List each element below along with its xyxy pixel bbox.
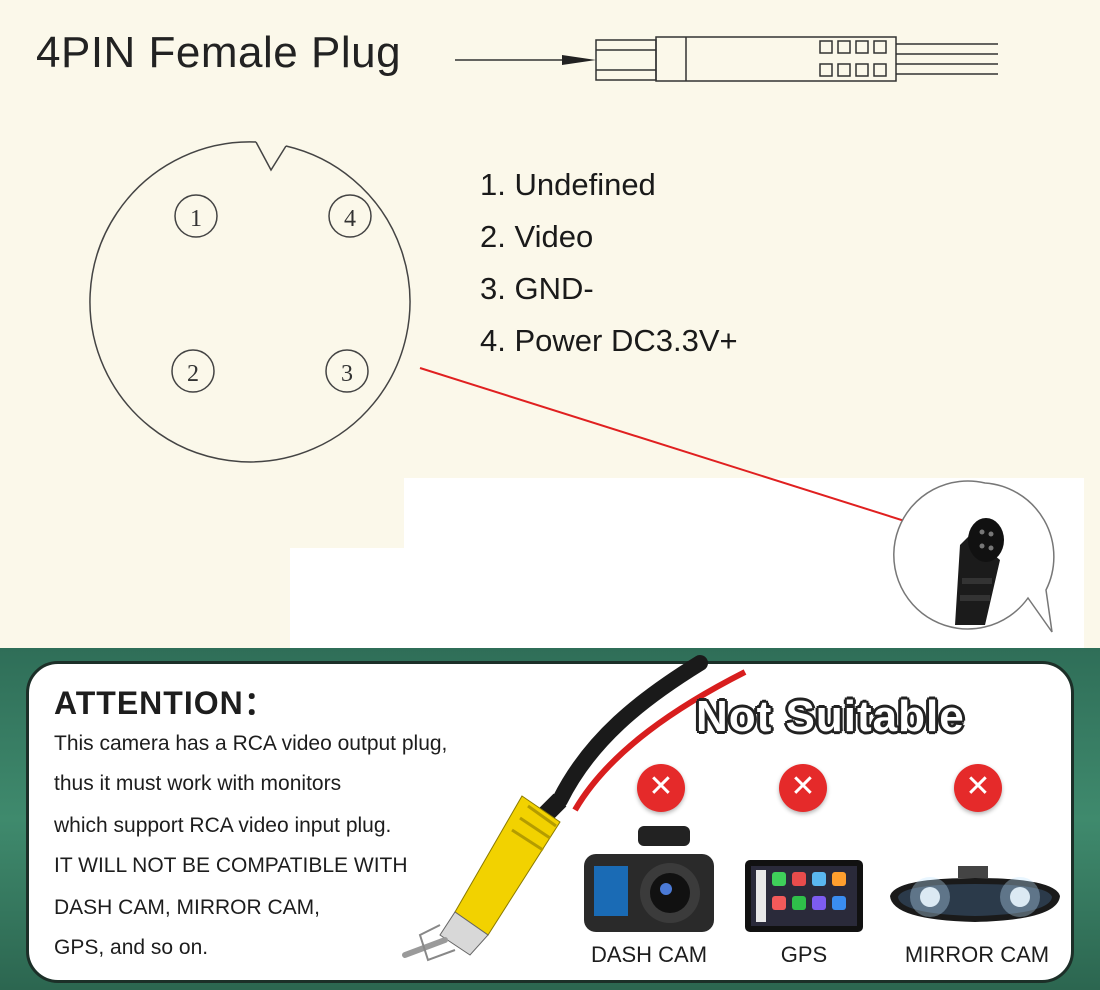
pin-assignment-1: 1. Undefined xyxy=(480,167,656,202)
attention-line-2: thus it must work with monitors xyxy=(54,772,342,795)
attention-line-5: DASH CAM, MIRROR CAM, xyxy=(54,896,321,919)
attention-line-4: IT WILL NOT BE COMPATIBLE WITH xyxy=(54,854,408,877)
mirror-cam-icon xyxy=(890,866,1060,922)
pointer-line xyxy=(419,367,966,541)
connector-tip-icon xyxy=(955,518,1004,625)
pin-1-label: 1 xyxy=(190,206,202,232)
attention-line-6: GPS, and so on. xyxy=(54,936,209,959)
photo-backdrop-lower xyxy=(290,548,410,648)
rca-plug-icon xyxy=(402,795,561,962)
device-label-mirror-cam: MIRROR CAM xyxy=(904,942,1050,967)
pin-3-label: 3 xyxy=(341,361,353,387)
diagram-title: 4PIN Female Plug xyxy=(36,28,402,77)
device-label-gps: GPS xyxy=(780,942,828,967)
x-mark-icon: ✕ xyxy=(779,764,827,812)
x-mark-icon: ✕ xyxy=(954,764,1002,812)
pin-2-label: 2 xyxy=(187,361,199,387)
device-label-dash-cam: DASH CAM xyxy=(590,942,708,967)
dash-cam-icon xyxy=(584,826,714,932)
x-mark-icon: ✕ xyxy=(637,764,685,812)
pin-assignment-4: 4. Power DC3.3V+ xyxy=(480,323,738,358)
connector-photo-bubble xyxy=(893,480,1055,633)
attention-line-3: which support RCA video input plug. xyxy=(54,814,392,837)
black-wire xyxy=(552,655,708,808)
pin-assignment-list: 1. Undefined 2. Video 3. GND- 4. Power D… xyxy=(480,165,738,373)
plug-line-drawing xyxy=(455,36,998,82)
red-wire xyxy=(572,669,747,812)
not-suitable-heading: Not Suitable xyxy=(696,692,965,741)
pin-4-label: 4 xyxy=(344,206,356,232)
pin-assignment-2: 2. Video xyxy=(480,219,594,254)
gps-screen-icon xyxy=(745,860,863,932)
pin-circles xyxy=(171,194,372,393)
connector-face xyxy=(89,141,411,463)
pin-assignment-3: 3. GND- xyxy=(480,271,594,306)
attention-line-1: This camera has a RCA video output plug, xyxy=(54,732,448,755)
attention-heading: ATTENTION： xyxy=(54,685,277,721)
